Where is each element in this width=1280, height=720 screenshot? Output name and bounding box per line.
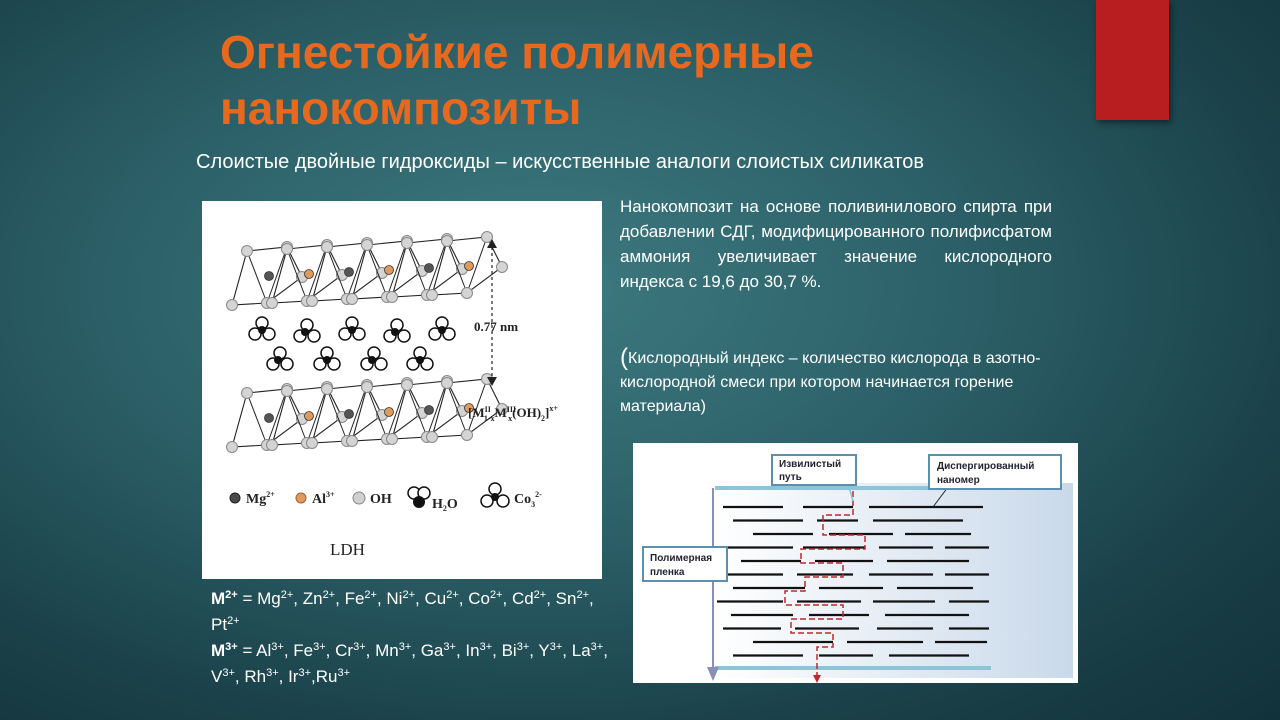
ldh-interlayer-anions: [248, 316, 456, 371]
spacing-label: 0.77 nm: [474, 319, 518, 334]
carbonate-ion-icon: [338, 316, 366, 341]
carbonate-ion-icon: [248, 316, 276, 341]
tortuous-label-line2: путь: [779, 472, 802, 483]
nanomer-label-pointer: [932, 486, 949, 508]
legend-water: H2O: [432, 497, 458, 513]
grey-sphere-icon: [352, 491, 366, 505]
m3-ions: Al3+, Fe3+, Cr3+, Mn3+, Ga3+, In3+, Bi3+…: [211, 641, 608, 686]
path-arrow-down-icon: [813, 675, 821, 683]
spacing-arrow-down-icon: [487, 377, 497, 386]
metal-ion: In3+: [465, 641, 493, 660]
carbonate-ion-icon: [383, 318, 411, 343]
dark-sphere-icon: [229, 492, 241, 504]
metal-ion: Cr3+: [335, 641, 366, 660]
film-label-line1: Полимерная: [650, 553, 712, 564]
hydroxide-layer: [226, 373, 508, 453]
carbonate-ion-icon: [406, 346, 434, 371]
oxygen-index-note: (Кислородный индекс – количество кислоро…: [620, 344, 1041, 416]
film-region: [713, 483, 1073, 678]
m2-ions-line: M2+ = Mg2+, Zn2+, Fe2+, Ni2+, Cu2+, Co2+…: [211, 589, 594, 634]
slide-title: Огнестойкие полимерные нанокомпозиты: [220, 26, 814, 134]
carbonate-ion-icon: [428, 316, 456, 341]
metal-ion: Fe3+: [293, 641, 326, 660]
metal-ion: Pt2+: [211, 615, 240, 634]
tortuous-path-figure: Извилистый путь Диспергированный наномер…: [633, 443, 1078, 683]
orange-sphere-icon: [295, 492, 307, 504]
tortuous-label-line1: Извилистый: [779, 459, 841, 470]
metal-ion: Ir3+: [288, 667, 312, 686]
metal-ion: Y3+: [538, 641, 563, 660]
carbonate-ion-icon: [293, 318, 321, 343]
tortuous-label-box: [771, 454, 857, 486]
film-arrow-down-icon: [707, 667, 719, 681]
accent-block: [1096, 0, 1169, 120]
metal-ion: V3+: [211, 667, 235, 686]
metal-ion: Bi3+: [501, 641, 530, 660]
tortuous-label-pointer: [848, 486, 854, 502]
dispersed-label-box: [928, 454, 1062, 490]
film-label-box: [642, 546, 728, 582]
tortuous-path-diagram: Извилистый путь Диспергированный наномер…: [642, 454, 1073, 683]
nanomer-platelets: [717, 505, 989, 657]
ldh-legend: Mg2+ Al3+ OH H2O Co32-: [229, 482, 542, 513]
metal-ion: Ni2+: [386, 589, 416, 608]
metal-ion: Cu2+: [424, 589, 459, 608]
tortuous-path-line: [784, 491, 866, 675]
carbonate-ion-icon: [266, 346, 294, 371]
nanocomposite-description: Нанокомпозит на основе поливинилового сп…: [620, 197, 1052, 291]
water-molecule-icon: [407, 486, 431, 508]
metal-ion: Ga3+: [420, 641, 456, 660]
spacing-arrow-up-icon: [487, 239, 497, 248]
metal-ion: Mn3+: [375, 641, 412, 660]
metal-ion: Ru3+: [315, 667, 351, 686]
film-label-line2: пленка: [650, 567, 685, 578]
metal-ion: Zn2+: [302, 589, 336, 608]
m3-ions-line: M3+ = Al3+, Fe3+, Cr3+, Mn3+, Ga3+, In3+…: [211, 641, 608, 686]
metal-ion: Cd2+: [511, 589, 547, 608]
ldh-layers: [226, 231, 508, 453]
metal-ion: Mg2+: [257, 589, 294, 608]
carbonate-ion-icon: [480, 482, 510, 508]
carbonate-ion-icon: [313, 346, 341, 371]
slide-subtitle: Слоистые двойные гидроксиды – искусствен…: [196, 151, 925, 173]
m2-ions: Mg2+, Zn2+, Fe2+, Ni2+, Cu2+, Co2+, Cd2+…: [211, 589, 594, 634]
legend-carbonate: Co32-: [514, 490, 542, 509]
legend-mg: Mg2+: [246, 490, 275, 507]
dispersed-label-line1: Диспергированный: [937, 461, 1034, 472]
dispersed-label-line2: наномер: [937, 475, 980, 486]
hydroxide-layer: [226, 231, 508, 311]
metal-ion: Al3+: [256, 641, 284, 660]
metal-ion: Fe2+: [344, 589, 377, 608]
legend-oh: OH: [370, 492, 392, 507]
ldh-caption: LDH: [330, 540, 365, 559]
metal-ions-list: M2+ = Mg2+, Zn2+, Fe2+, Ni2+, Cu2+, Co2+…: [211, 586, 611, 690]
metal-ion: Sn2+: [555, 589, 590, 608]
legend-al: Al3+: [312, 490, 335, 507]
carbonate-ion-icon: [360, 346, 388, 371]
metal-ion: La3+: [571, 641, 604, 660]
metal-ion: Rh3+: [244, 667, 279, 686]
metal-ion: Co2+: [468, 589, 503, 608]
